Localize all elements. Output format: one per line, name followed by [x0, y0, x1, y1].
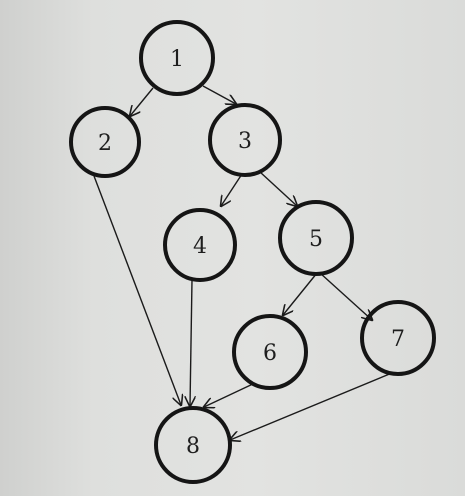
edges-layer [93, 85, 393, 440]
edge-5-7 [319, 272, 372, 320]
node-8: 8 [154, 406, 232, 484]
node-label-5: 5 [309, 227, 323, 252]
edge-7-8 [230, 372, 393, 440]
edge-6-8 [204, 382, 256, 407]
node-5: 5 [278, 200, 354, 276]
node-circle-3 [208, 103, 282, 177]
node-circle-5 [278, 200, 354, 276]
node-label-6: 6 [263, 341, 277, 366]
edge-4-8 [190, 279, 192, 406]
node-circle-1 [139, 20, 215, 96]
edge-1-2 [130, 87, 154, 116]
node-2: 2 [69, 106, 141, 178]
node-circle-4 [163, 208, 237, 282]
edge-2-8 [93, 175, 181, 405]
node-circle-7 [360, 300, 436, 376]
node-label-8: 8 [186, 434, 200, 459]
node-6: 6 [232, 314, 308, 390]
node-4: 4 [163, 208, 237, 282]
node-label-4: 4 [193, 234, 207, 259]
node-3: 3 [208, 103, 282, 177]
node-1: 1 [139, 20, 215, 96]
node-circle-2 [69, 106, 141, 178]
node-circle-6 [232, 314, 308, 390]
node-7: 7 [360, 300, 436, 376]
edge-3-4 [221, 173, 243, 206]
edge-1-3 [202, 85, 236, 104]
node-circle-8 [154, 406, 232, 484]
edge-3-5 [259, 171, 297, 206]
edge-5-6 [283, 272, 318, 315]
node-label-1: 1 [170, 47, 184, 72]
node-label-3: 3 [238, 129, 252, 154]
node-label-2: 2 [98, 131, 112, 156]
node-label-7: 7 [391, 327, 405, 352]
nodes-layer: 1 2 3 4 5 6 7 8 [69, 20, 436, 484]
